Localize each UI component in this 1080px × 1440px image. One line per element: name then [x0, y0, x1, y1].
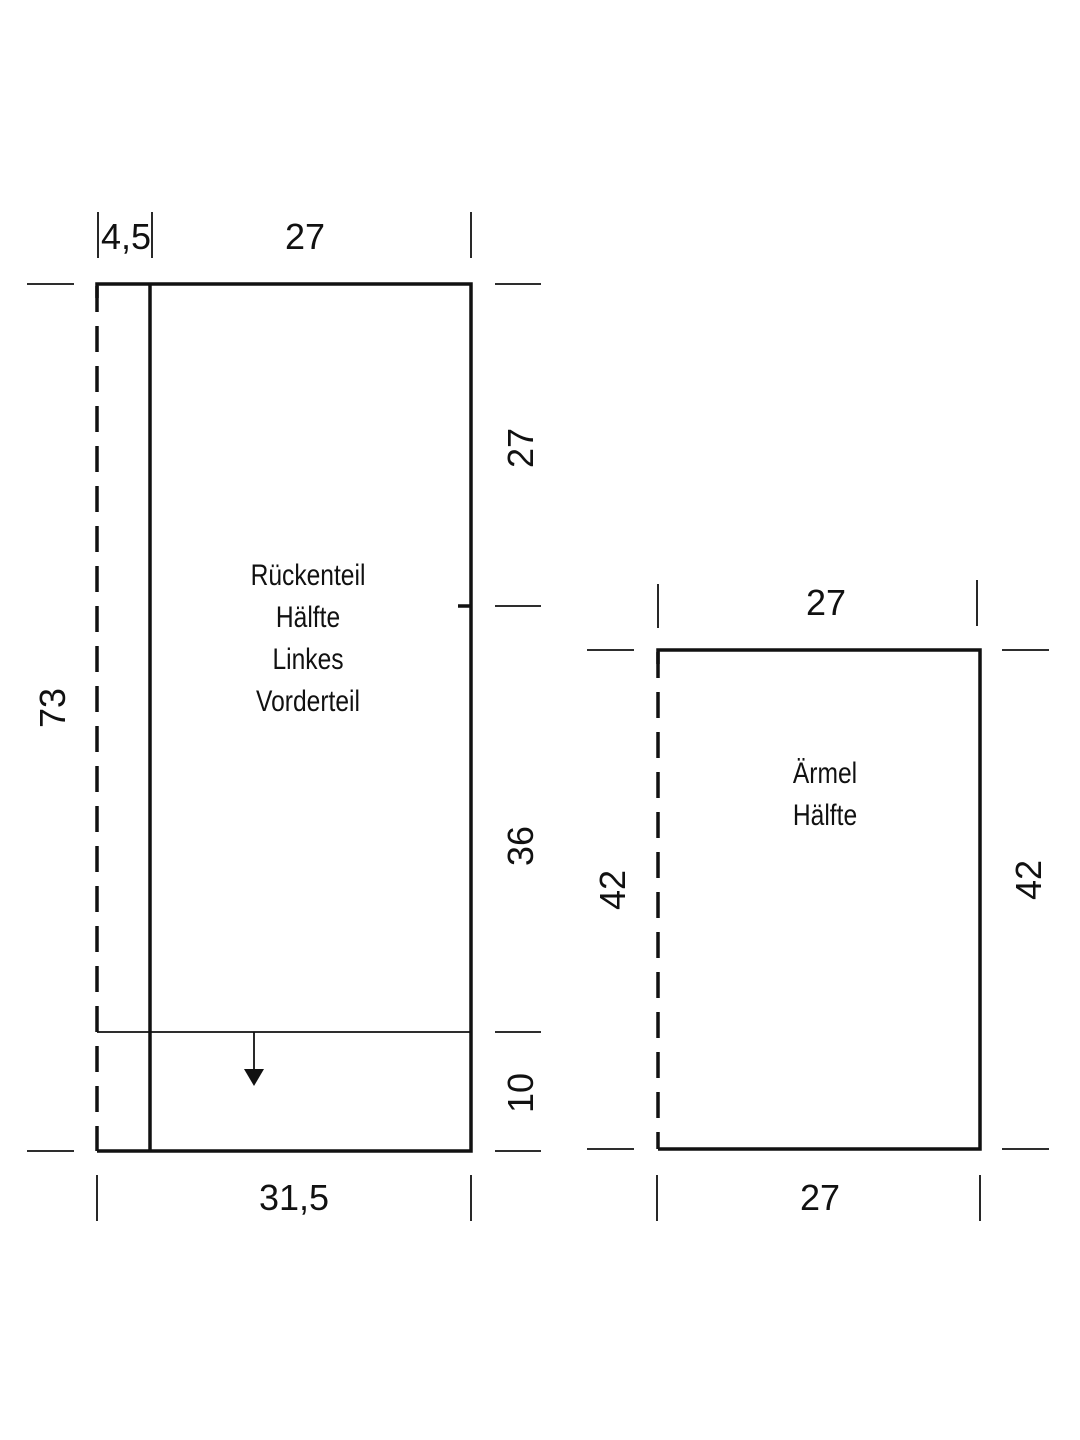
- dim-top-main: 27: [285, 216, 325, 257]
- sleeve-label-line: Hälfte: [793, 798, 857, 832]
- sleeve-piece: 27 42 42 27 Ärmel Hälfte: [587, 580, 1049, 1221]
- dim-sleeve-left: 42: [592, 870, 633, 910]
- body-outline: [95, 282, 473, 1153]
- dim-height-total: 73: [32, 688, 73, 728]
- dim-sleeve-bottom: 27: [800, 1177, 840, 1218]
- dim-right-lower: 10: [500, 1073, 541, 1113]
- body-label-line: Hälfte: [276, 600, 340, 634]
- sleeve-label-line: Ärmel: [793, 756, 857, 790]
- dim-top-band: 4,5: [101, 216, 151, 257]
- dim-sleeve-top: 27: [806, 582, 846, 623]
- sleeve-outline: [656, 648, 982, 1151]
- arrow-head-icon: [244, 1069, 264, 1086]
- dim-right-middle: 36: [500, 826, 541, 866]
- body-dimension-ticks: [27, 212, 541, 1221]
- body-label-line: Rückenteil: [251, 558, 366, 592]
- dim-right-upper: 27: [500, 428, 541, 468]
- body-label: Rückenteil Hälfte Linkes Vorderteil: [251, 558, 366, 718]
- dim-sleeve-right: 42: [1008, 860, 1049, 900]
- dim-bottom-width: 31,5: [259, 1177, 329, 1218]
- body-label-line: Linkes: [272, 642, 343, 676]
- sleeve-dimension-ticks: [587, 580, 1049, 1221]
- sleeve-label: Ärmel Hälfte: [793, 756, 857, 832]
- body-piece: 4,5 27 73 27 36 10 31,5 Rückenteil Hälft…: [27, 212, 541, 1221]
- body-label-line: Vorderteil: [256, 684, 360, 718]
